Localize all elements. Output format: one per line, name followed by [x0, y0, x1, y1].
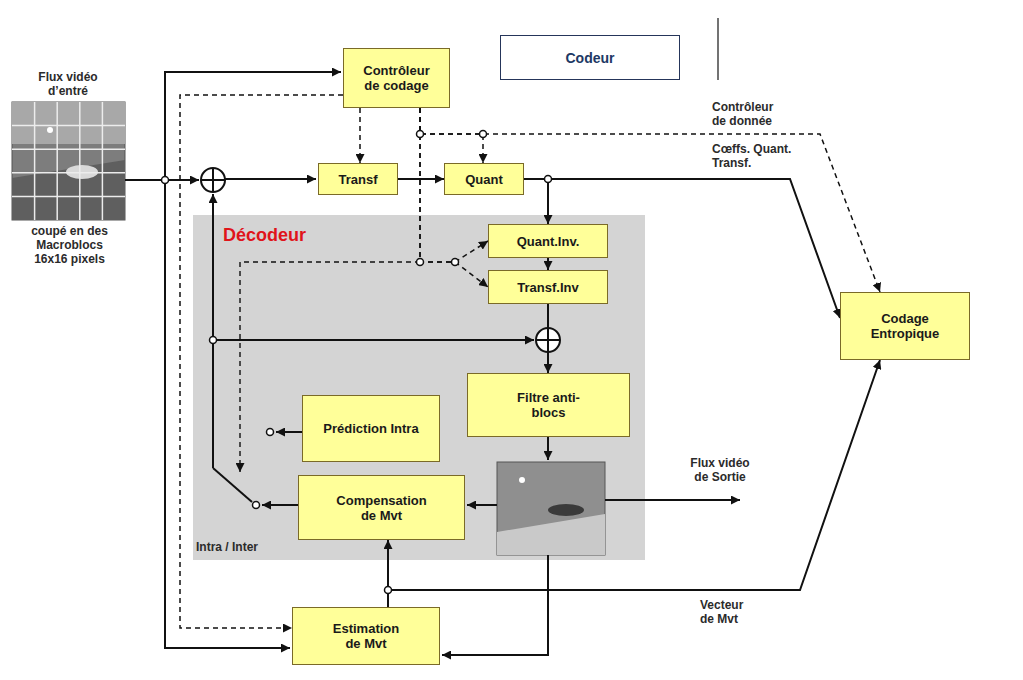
- box-label: Prédiction Intra: [323, 421, 418, 436]
- connector-group: [180, 95, 880, 628]
- box-label: Compensation de Mvt: [332, 493, 432, 523]
- switch-contact: [267, 429, 274, 436]
- data-connector: [547, 258, 549, 270]
- annotation-wrap: Vecteur de Mvt: [700, 598, 760, 626]
- box-label: Transf: [338, 172, 377, 187]
- annotation-label: Intra / Inter: [196, 540, 258, 554]
- annotation-wrap: Cœffs. Quant. Transf.: [712, 142, 807, 170]
- region-title: Décodeur: [223, 224, 306, 246]
- frame-table: [12, 160, 125, 220]
- annotation-label: Flux vidéo de Sortie: [684, 456, 756, 484]
- box-label: Contrôleur de codage: [357, 63, 437, 93]
- process-box: Transf: [318, 163, 398, 195]
- process-box: Compensation de Mvt: [298, 475, 465, 540]
- junction-dot: [162, 177, 169, 184]
- annotation-wrap: Flux vidéo de Sortie: [684, 456, 756, 484]
- junction-dot: [417, 131, 424, 138]
- frame-table: [497, 514, 605, 555]
- annotation-label: Vecteur de Mvt: [700, 598, 760, 626]
- frame-wire: [547, 437, 549, 460]
- box-label: Codage Entropique: [855, 311, 955, 341]
- junction-dot: [417, 259, 424, 266]
- box-label: Transf.Inv: [517, 280, 578, 295]
- box-label: Estimation de Mvt: [326, 621, 406, 651]
- macroblock-grid: [12, 102, 125, 220]
- output-frame: [497, 462, 605, 555]
- frame-ball: [47, 127, 53, 133]
- input-frame: [12, 102, 125, 220]
- intra-wire: [276, 431, 302, 433]
- annotation-wrap: coupé en des Macroblocs 16x16 pixels: [22, 224, 117, 266]
- box-label: Quant: [465, 172, 503, 187]
- frame-ball: [519, 477, 525, 483]
- process-box: Prédiction Intra: [302, 395, 440, 462]
- inter-wire: [262, 504, 298, 506]
- sum-symbol: [201, 168, 225, 192]
- frame-wall: [12, 102, 125, 144]
- sum-cross: [201, 168, 225, 192]
- separator-line: [717, 18, 719, 80]
- process-box: Quant: [444, 163, 524, 195]
- box-label: Codeur: [566, 50, 615, 66]
- annotation-label: coupé en des Macroblocs 16x16 pixels: [22, 224, 117, 266]
- box-label: Filtre anti-blocs: [509, 390, 589, 420]
- junction-dot: [545, 176, 552, 183]
- process-box: Codage Entropique: [840, 292, 970, 360]
- frame-player: [548, 504, 584, 516]
- reference-wire: [467, 504, 497, 506]
- process-box: Quant.Inv.: [488, 224, 608, 258]
- process-box: Transf.Inv: [488, 270, 608, 304]
- junction-dot: [210, 337, 217, 344]
- box-label: Quant.Inv.: [517, 234, 580, 249]
- process-box: Estimation de Mvt: [292, 607, 440, 665]
- annotation-wrap: Intra / Inter: [196, 540, 258, 554]
- output-wire: [605, 499, 740, 501]
- data-connector: [547, 304, 549, 373]
- data-connector: [398, 178, 444, 180]
- annotation-wrap: Flux vidéo d’entré: [18, 70, 118, 98]
- junction-dot: [480, 131, 487, 138]
- frame-player: [66, 165, 98, 179]
- prediction-wire: [212, 194, 214, 468]
- switch-contact: [253, 502, 260, 509]
- input-wire: [165, 72, 341, 180]
- junction-dot: [452, 259, 459, 266]
- title-box: Codeur: [500, 35, 680, 80]
- annotation-label: Flux vidéo d’entré: [18, 70, 118, 98]
- junction-dot: [385, 587, 392, 594]
- reference-wire: [442, 555, 548, 655]
- control-connector: [420, 108, 483, 163]
- prediction-wire: [213, 339, 534, 341]
- process-box: Filtre anti-blocs: [467, 373, 630, 437]
- control-connector: [359, 108, 361, 163]
- annotation-label: Cœffs. Quant. Transf.: [712, 142, 807, 170]
- annotation-label: Contrôleur de donnée: [712, 100, 782, 128]
- annotation-wrap: Contrôleur de donnée: [712, 100, 782, 128]
- residual-wire: [225, 178, 316, 180]
- process-box: Contrôleur de codage: [343, 48, 450, 108]
